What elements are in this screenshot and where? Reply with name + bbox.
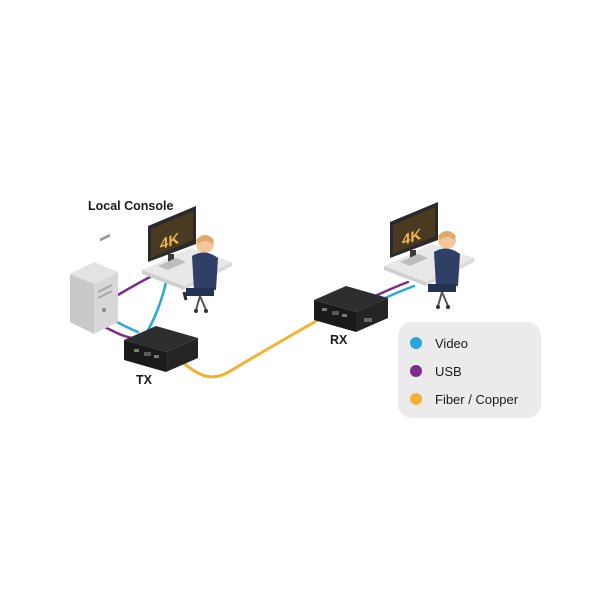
tx-desk-video-cable	[146, 280, 168, 332]
remote-operator	[428, 231, 460, 309]
legend-label-video: Video	[435, 335, 469, 351]
legend-item-fiber-copper: Fiber / Copper	[410, 389, 518, 409]
legend-item-usb: USB	[410, 361, 462, 381]
rx-device	[314, 286, 388, 332]
remote-monitor-badge: 4K	[402, 226, 422, 250]
tx-label: TX	[136, 373, 153, 387]
legend-label-fiber-copper: Fiber / Copper	[435, 391, 519, 407]
local-operator	[182, 235, 218, 313]
pc-tower	[70, 233, 118, 334]
video-dot-icon	[410, 337, 422, 349]
remote-monitor: 4K	[390, 202, 438, 266]
local-console-label: Local Console	[88, 199, 173, 213]
tx-device	[124, 326, 198, 372]
tx-rx-fiber-cable	[178, 318, 320, 379]
legend-item-video: Video	[410, 333, 468, 353]
legend: Video USB Fiber / Copper	[398, 322, 541, 418]
legend-label-usb: USB	[435, 363, 462, 379]
rx-label: RX	[330, 333, 348, 347]
usb-dot-icon	[410, 365, 422, 377]
local-monitor: 4K	[148, 206, 196, 270]
fiber-copper-dot-icon	[410, 393, 422, 405]
pc-desk-usb-cable	[114, 274, 154, 298]
local-monitor-badge: 4K	[160, 230, 180, 254]
